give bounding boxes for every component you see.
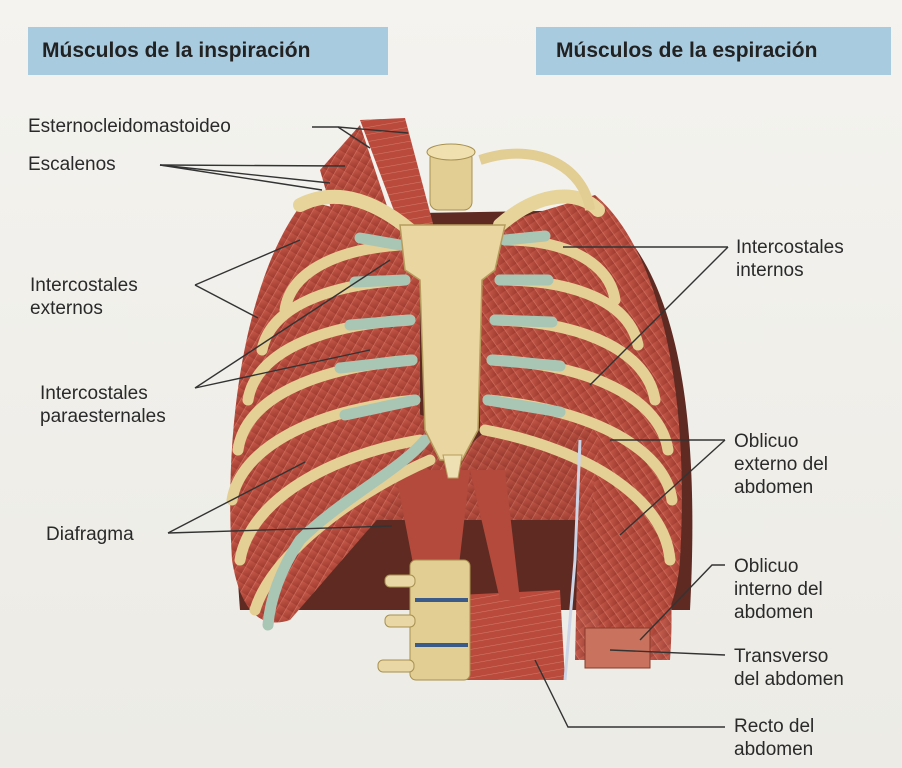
transverse [585, 628, 650, 668]
label-oblicuo-interno: Oblicuo interno del abdomen [734, 555, 823, 624]
label-diafragma: Diafragma [46, 523, 134, 546]
label-intercostales-internos: Intercostales internos [736, 236, 844, 282]
label-intercostales-externos: Intercostales externos [30, 274, 138, 320]
rectus-abdominis [458, 590, 565, 680]
label-recto: Recto del abdomen [734, 715, 814, 761]
label-esternocleidomastoideo: Esternocleidomastoideo [28, 115, 231, 138]
label-oblicuo-externo: Oblicuo externo del abdomen [734, 430, 828, 499]
label-intercostales-paraesternales: Intercostales paraesternales [40, 382, 166, 428]
label-escalenos: Escalenos [28, 153, 116, 176]
label-transverso: Transverso del abdomen [734, 645, 844, 691]
heading-expiration: Músculos de la espiración [536, 27, 891, 75]
heading-inspiration: Músculos de la inspiración [28, 27, 388, 75]
